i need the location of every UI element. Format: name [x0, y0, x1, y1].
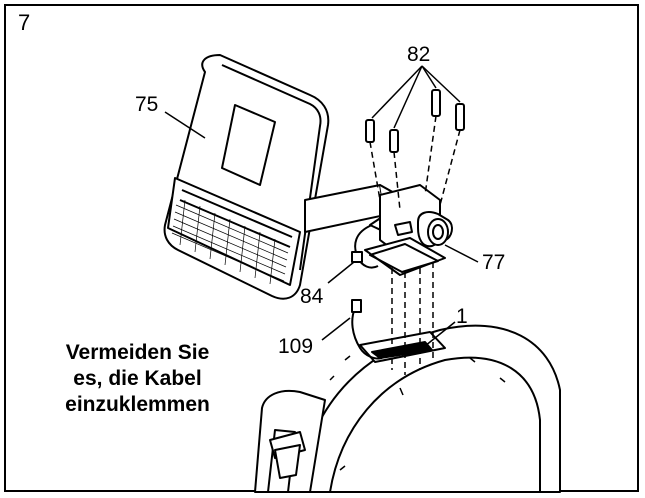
speaker-grille — [171, 199, 289, 285]
callout-1: 1 — [456, 305, 468, 328]
step-number: 7 — [18, 10, 31, 35]
alignment-lines — [369, 115, 461, 375]
warning-line-1: Vermeiden Sie — [65, 341, 210, 364]
callout-109: 109 — [278, 335, 314, 358]
cable-109 — [351, 299, 383, 360]
callout-77: 77 — [482, 251, 506, 274]
bracket-77 — [364, 184, 453, 276]
callout-75: 75 — [135, 93, 159, 116]
bolts-82 — [365, 89, 465, 153]
warning-line-2: es, die Kabel — [73, 367, 202, 390]
warning-line-3: einzuklemmen — [65, 393, 210, 416]
frame-housing — [254, 324, 561, 493]
console-75 — [163, 54, 330, 300]
cable-84 — [351, 224, 379, 269]
callout-82: 82 — [407, 43, 431, 66]
cable-warning: Vermeiden Sie es, die Kabel einzuklemmen — [30, 340, 245, 418]
leader-lines — [164, 65, 479, 351]
callout-84: 84 — [300, 285, 324, 308]
